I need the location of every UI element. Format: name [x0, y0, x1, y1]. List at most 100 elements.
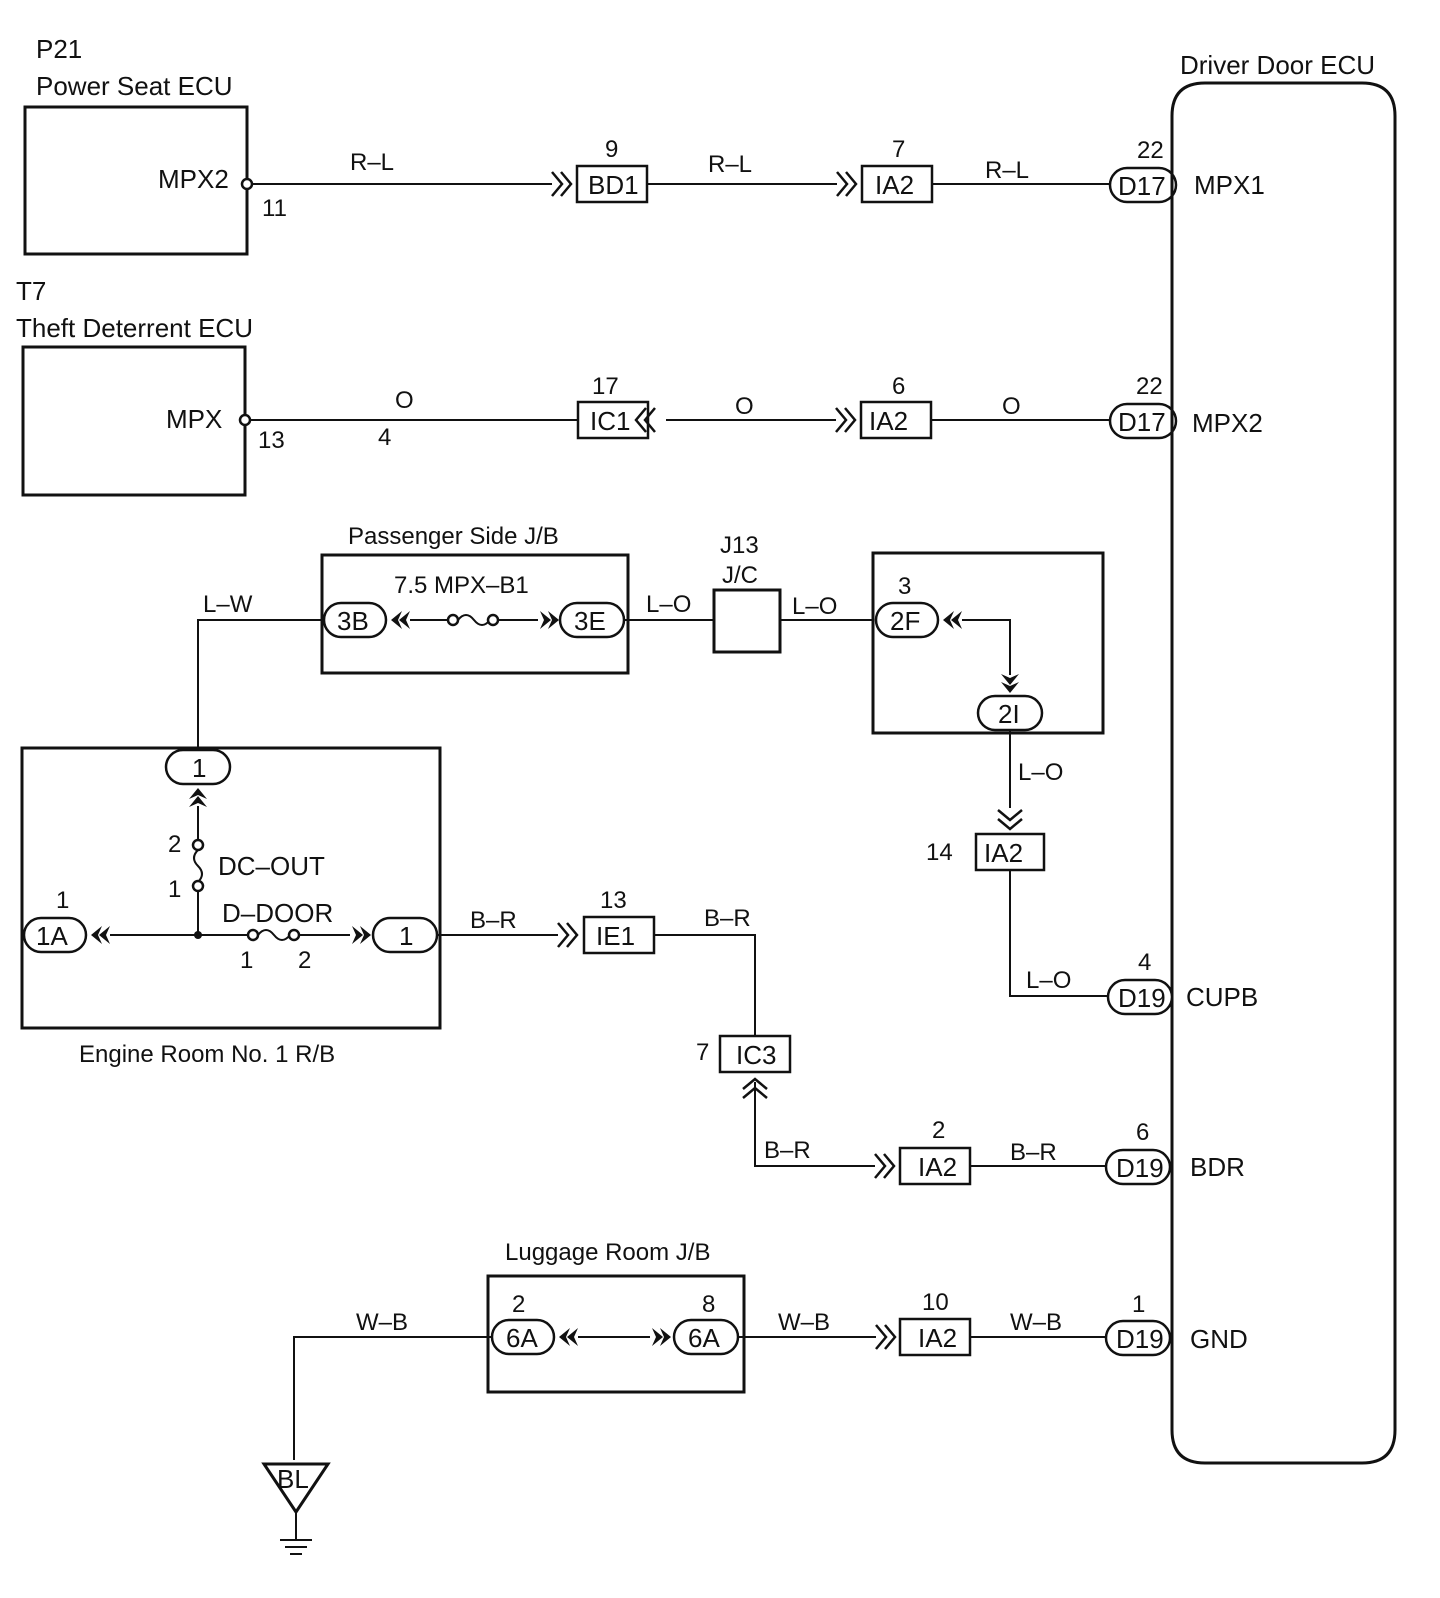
- driver-door-ecu-title: Driver Door ECU: [1180, 50, 1375, 80]
- wire-label: B–R: [470, 907, 517, 934]
- t7-pin-number: 13: [258, 427, 285, 454]
- connector-d17: [1108, 166, 1178, 204]
- wire-label: R–L: [350, 149, 394, 176]
- wire-label: O: [395, 387, 414, 414]
- terminal-arrow: [652, 1328, 671, 1346]
- connector-label: D17: [1118, 171, 1166, 201]
- junction-j13: [712, 588, 782, 654]
- luggage-jb-box: [486, 1274, 746, 1394]
- luggage-jb-title: Luggage Room J/B: [505, 1239, 710, 1266]
- ecu-pin-gnd: GND: [1190, 1324, 1248, 1354]
- wire-label: O: [1002, 393, 1021, 420]
- connector-label: D19: [1116, 1153, 1164, 1183]
- pin-number: 22: [1137, 137, 1164, 164]
- pin-number: 1: [168, 876, 181, 903]
- pin-number: 2: [512, 1291, 525, 1318]
- wire-label: L–O: [1026, 967, 1071, 994]
- wire-label: W–B: [778, 1309, 830, 1336]
- wire-label: L–O: [646, 591, 691, 618]
- driver-door-ecu-box: [1170, 81, 1397, 1465]
- connector-label: IA2: [918, 1323, 957, 1353]
- pin-number: 6: [892, 373, 905, 400]
- pin-number: 9: [605, 136, 618, 163]
- pin-number: 14: [926, 839, 953, 866]
- t7-name: Theft Deterrent ECU: [16, 313, 253, 343]
- connector-label: D19: [1116, 1324, 1164, 1354]
- connector-d19: [1104, 1319, 1172, 1357]
- wire-bdr: B–R IE1 13 B–R IC3 7 B–R IA2 2 B–R D19 6: [437, 887, 1172, 1186]
- wire-row-lo: L–O J13 J/C L–O: [624, 532, 874, 654]
- connector-label: IA2: [869, 406, 908, 436]
- pin-number: 4: [1138, 949, 1151, 976]
- ecu-pin-cupb: CUPB: [1186, 982, 1258, 1012]
- connector-label: D19: [1118, 983, 1166, 1013]
- wire-label: L–W: [203, 591, 253, 618]
- fuse-label: DC–OUT: [218, 851, 325, 881]
- t7-terminal: [238, 413, 252, 427]
- wire-label: R–L: [985, 157, 1029, 184]
- connector-label: 6A: [506, 1323, 538, 1353]
- terminal-arrow: [540, 611, 559, 629]
- p21-power-seat-ecu: P21 Power Seat ECU MPX2 11: [23, 34, 287, 256]
- p21-code: P21: [36, 34, 82, 64]
- p21-pin-label: MPX2: [158, 164, 229, 194]
- connector-bd1: [575, 164, 649, 204]
- t7-pin-label: MPX: [166, 404, 222, 434]
- wire-cupb: L–O IA2 14 L–O D19 4: [926, 730, 1174, 1016]
- dbl-chevron: [996, 808, 1024, 831]
- wire-label: W–B: [356, 1309, 408, 1336]
- jb-2f-2i-box: [871, 551, 1105, 735]
- ground-label: BL: [277, 1464, 309, 1494]
- pin-number: 1: [1132, 1291, 1145, 1318]
- ecu-pin-mpx1: MPX1: [1194, 170, 1265, 200]
- connector-1-top: [164, 748, 232, 786]
- wire-lw: L–W: [197, 591, 324, 748]
- wire-label: L–O: [792, 593, 837, 620]
- fuse-label: D–DOOR: [222, 898, 333, 928]
- connector-label: IE1: [596, 921, 635, 951]
- connector-label: 3B: [337, 606, 369, 636]
- connector-label: 2F: [890, 606, 920, 636]
- ecu-pin-mpx2: MPX2: [1192, 408, 1263, 438]
- terminal-arrow: [943, 611, 962, 629]
- pin-number: 1: [240, 947, 253, 974]
- t7-theft-deterrent-ecu: T7 Theft Deterrent ECU MPX 13: [16, 276, 285, 497]
- connector-label: IA2: [918, 1152, 957, 1182]
- wire-label: B–R: [704, 905, 751, 932]
- wire-label: L–O: [1018, 759, 1063, 786]
- pin-number: 17: [592, 373, 619, 400]
- pin-number: 7: [892, 136, 905, 163]
- j13-code: J13: [720, 532, 759, 559]
- connector-2f: [874, 601, 940, 639]
- connector-label: D17: [1118, 407, 1166, 437]
- connector-ia2: [859, 400, 933, 440]
- p21-terminal: [240, 177, 254, 191]
- dbl-chevron: [834, 406, 857, 434]
- pin-number: 3: [898, 573, 911, 600]
- terminal-arrow: [1001, 674, 1019, 693]
- wire-label: W–B: [1010, 1309, 1062, 1336]
- pin-number: 2: [168, 831, 181, 858]
- ground-icon: [280, 1539, 312, 1555]
- connector-ia2: [898, 1146, 972, 1186]
- connector-label: 3E: [574, 606, 606, 636]
- pin-number: 2: [932, 1117, 945, 1144]
- terminal-arrow: [352, 926, 371, 944]
- passenger-side-jb: Passenger Side J/B 7.5 MPX–B1 3B 3E: [320, 523, 630, 675]
- driver-door-ecu: Driver Door ECU MPX1 MPX2 CUPB BDR GND: [1170, 50, 1397, 1465]
- wire-label: R–L: [708, 151, 752, 178]
- passenger-jb-box: [320, 553, 630, 675]
- terminal-arrow: [559, 1328, 578, 1346]
- connector-label: 2I: [998, 699, 1020, 729]
- dbl-chevron: [835, 170, 858, 198]
- connector-ia2: [898, 1317, 972, 1357]
- t7-code: T7: [16, 276, 46, 306]
- p21-name: Power Seat ECU: [36, 71, 233, 101]
- pin-number: 10: [922, 1289, 949, 1316]
- dbl-chevron: [556, 921, 579, 949]
- j13-type: J/C: [722, 562, 758, 589]
- p21-pin-number: 11: [262, 195, 287, 222]
- connector-label: IC1: [590, 406, 630, 436]
- connector-label: 6A: [688, 1323, 720, 1353]
